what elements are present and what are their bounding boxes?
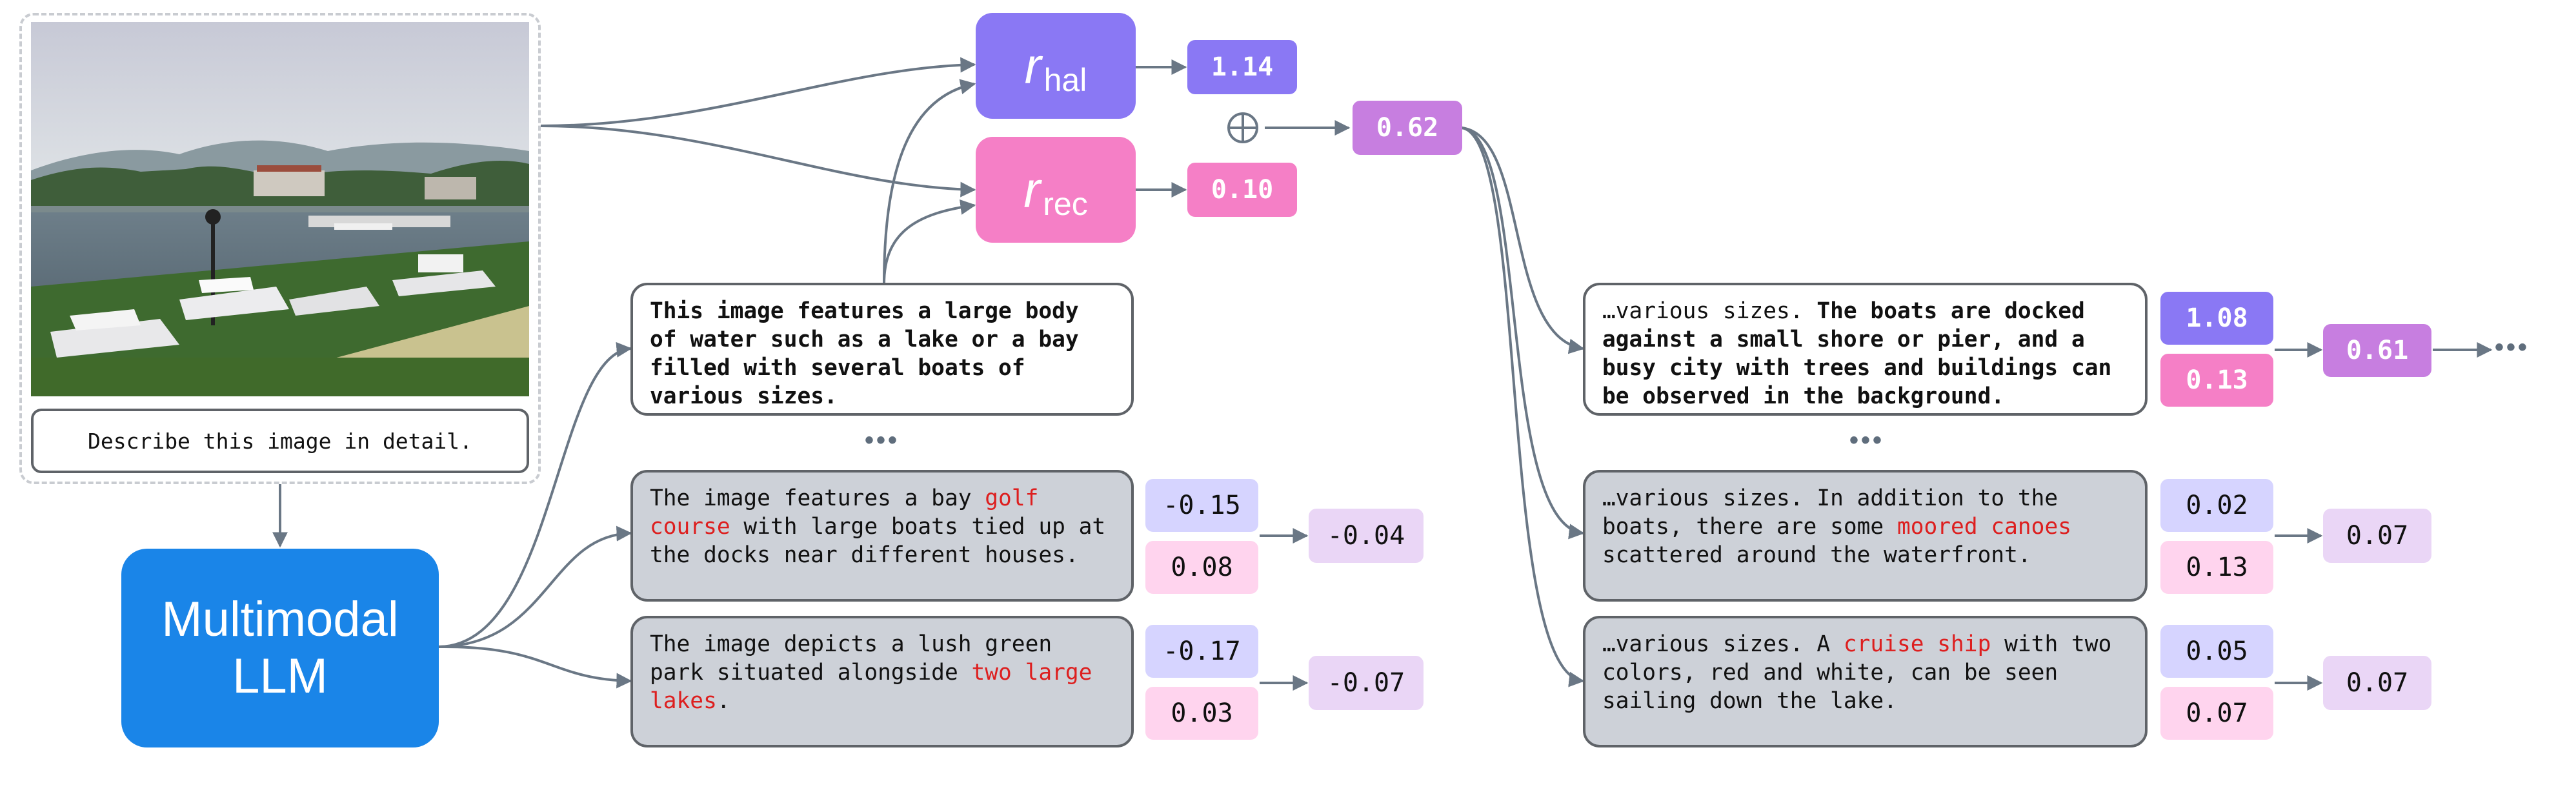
step2-candidate-1: …various sizes. In addition to the boats… [1583,470,2148,602]
step2-chosen-text: The boats are docked against a small sho… [1602,298,2112,409]
step1-candidate-1: The image features a bay golf course wit… [630,470,1134,602]
arrow-llm-to-chosen [438,341,632,648]
step2-cand2-combined-score: 0.07 [2323,656,2431,710]
hallucinated-phrase: cruise ship [1843,631,1991,657]
candidate-text: with large boats tied up at the docks ne… [650,514,1106,568]
candidate-text: with two colors, red and white, can be s… [1602,631,2112,714]
arrow-text-to-rhal [883,79,976,285]
llm-label-line1: Multimodal [161,592,399,647]
candidate-text: …various sizes. In addition to the boats… [1602,485,2058,540]
hallucinated-phrase: two large lakes [650,660,1092,714]
rrec-symbol: r [1023,161,1041,218]
step1-chosen-sentence: This image features a large body of wate… [630,283,1134,416]
step1-cand1-rec-score: 0.08 [1145,541,1258,594]
prompt-box: Describe this image in detail. [31,409,529,473]
step1-cand2-rec-score: 0.03 [1145,687,1258,740]
step2-ellipsis: ••• [1849,426,1885,454]
step1-cand1-hal-score: -0.15 [1145,479,1258,532]
step1-candidate-2: The image depicts a lush green park situ… [630,616,1134,747]
step2-cand2-hal-score: 0.05 [2160,625,2273,678]
rhal-symbol: r [1024,37,1041,94]
step1-rec-score: 0.10 [1187,163,1297,217]
lake-photo-illustration [31,22,529,396]
image-panel [19,13,541,484]
step2-cand1-hal-score: 0.02 [2160,479,2273,532]
step2-hal-score: 1.08 [2160,292,2273,345]
step2-cand1-rec-score: 0.13 [2160,541,2273,594]
rrec-subscript: rec [1043,186,1088,222]
hallucinated-phrase: moored canoes [1897,514,2071,540]
arrow-image-to-rrec [540,125,976,198]
multimodal-llm-block: Multimodal LLM [121,549,439,747]
step1-hal-score: 1.14 [1187,40,1297,94]
candidate-text: The image features a bay [650,485,985,511]
arrow-text-to-rrec [883,199,976,285]
step2-cand2-rec-score: 0.07 [2160,687,2273,740]
candidate-text: …various sizes. A [1602,631,1844,657]
step1-combined-score: 0.62 [1353,101,1462,155]
step1-cand1-combined-score: -0.04 [1309,509,1424,563]
prompt-text: Describe this image in detail. [87,428,473,454]
step2-chosen-sentence: …various sizes. The boats are docked aga… [1583,283,2148,416]
arrow-image-to-rhal [540,57,976,127]
arrow-llm-to-cand1 [438,525,632,648]
oplus-icon [1227,112,1258,143]
candidate-text: . [716,688,730,714]
candidate-text: scattered around the waterfront. [1602,542,2031,568]
lake-photo [31,22,529,396]
llm-label-line2: LLM [232,649,328,704]
step2-candidate-2: …various sizes. A cruise ship with two c… [1583,616,2148,747]
arrow-combined-to-step2-cand1 [1461,127,1585,540]
step1-cand2-hal-score: -0.17 [1145,625,1258,678]
step2-rec-score: 0.13 [2160,354,2273,407]
step2-combined-score: 0.61 [2323,324,2431,377]
rhal-subscript: hal [1043,62,1087,98]
arrow-combined-to-step2-chosen [1461,127,1585,354]
hallucinated-phrase: golf course [650,485,1039,540]
arrow-combined-to-step2-cand2 [1461,127,1585,687]
candidate-text: The image depicts a lush green park situ… [650,631,1052,686]
step1-chosen-text: This image features a large body of wate… [650,298,1079,409]
step2-continue-ellipsis: ••• [2495,333,2530,361]
step2-chosen-prefix: …various sizes. [1602,298,1817,324]
arrow-llm-to-cand2 [438,645,632,689]
step2-cand1-combined-score: 0.07 [2323,509,2431,563]
step1-ellipsis: ••• [865,426,900,454]
step1-cand2-combined-score: -0.07 [1309,656,1424,710]
